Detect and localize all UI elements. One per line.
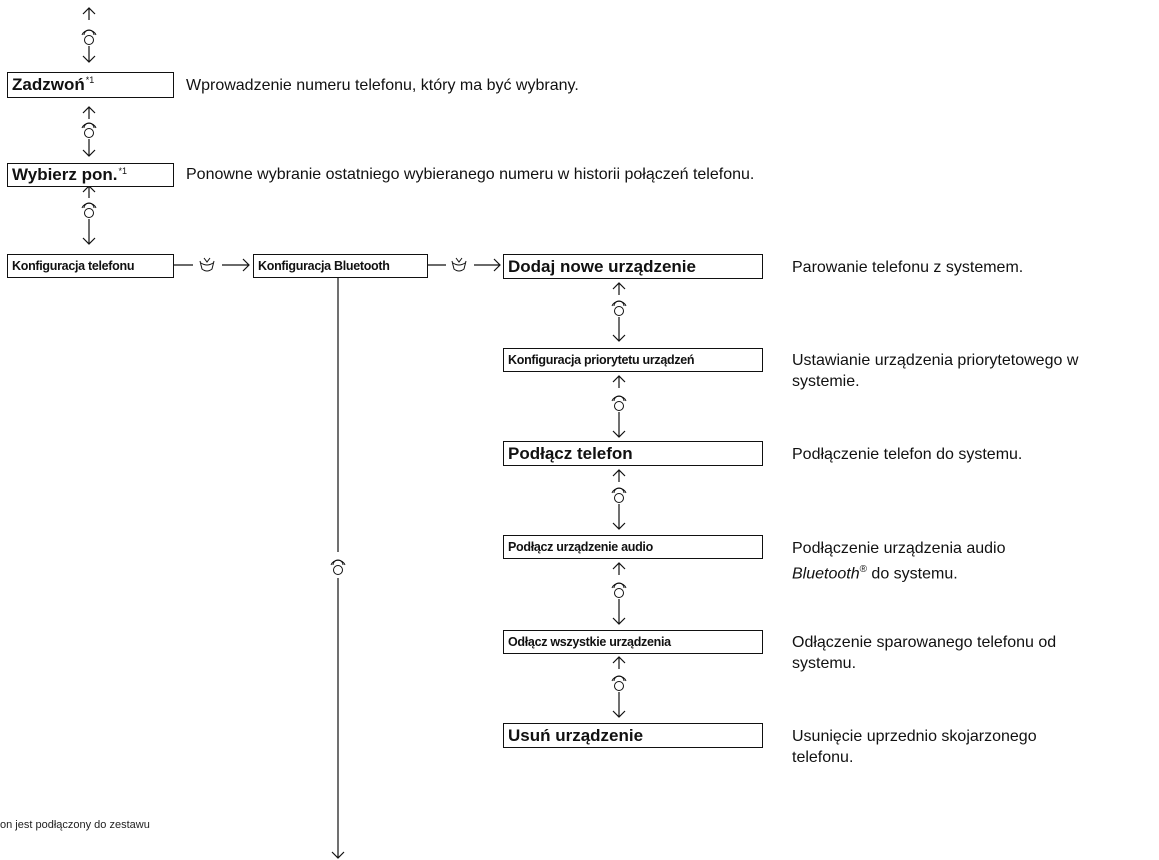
submenu-item-label: Dodaj nowe urządzenie [508,256,696,276]
scroll-knob-icon [611,656,627,718]
menu-item-wybierz-pon[interactable]: Wybierz pon.*1 [7,163,174,187]
submenu-item-label: Podłącz telefon [508,443,633,463]
scroll-knob-icon [611,469,627,530]
submenu-item-description: Podłączenie telefon do systemu. [792,446,1023,463]
submenu-item-label: Usuń urządzenie [508,725,644,745]
scroll-knob-icon [81,7,97,63]
footnote-marker: *1 [85,75,95,85]
menu-item-description: Wprowadzenie numeru telefonu, który ma b… [186,77,579,94]
scroll-knob-icon [81,185,97,245]
submenu-item-label: Podłącz urządzenie audio [508,540,653,554]
menu-item-zadzwon[interactable]: Zadzwoń*1 [7,72,174,98]
submenu-item-description: Parowanie telefonu z systemem. [792,259,1024,276]
footnote: on jest podłączony do zestawu [0,819,150,831]
scroll-knob-icon [81,106,97,157]
menu-item-konfiguracja-telefonu[interactable]: Konfiguracja telefonu [7,254,174,278]
submenu-item-odlacz-wszystkie[interactable]: Odłącz wszystkie urządzenia [503,630,763,654]
menu-item-label: Wybierz pon. [12,165,118,184]
menu-item-label: Konfiguracja telefonu [12,259,135,273]
submenu-item-dodaj-nowe-urzadzenie[interactable]: Dodaj nowe urządzenie [503,254,763,279]
menu-item-description: Ponowne wybranie ostatniego wybieranego … [186,166,755,183]
menu-item-konfiguracja-bluetooth[interactable]: Konfiguracja Bluetooth [253,254,428,278]
submenu-item-konfiguracja-priorytetu[interactable]: Konfiguracja priorytetu urządzeń [503,348,763,372]
menu-item-label: Konfiguracja Bluetooth [258,259,390,273]
scroll-knob-icon [611,375,627,438]
submenu-item-podlacz-urzadzenie-audio[interactable]: Podłącz urządzenie audio [503,535,763,559]
submenu-item-label: Konfiguracja priorytetu urządzeń [508,353,695,367]
scroll-knob-icon [611,282,627,342]
footnote-marker: *1 [118,166,127,176]
submenu-item-usun-urzadzenie[interactable]: Usuń urządzenie [503,723,763,748]
press-arrow-icon [172,257,250,272]
menu-item-label: Zadzwoń [12,75,85,94]
scroll-knob-icon [330,278,346,859]
scroll-knob-icon [611,562,627,625]
submenu-item-podlacz-telefon[interactable]: Podłącz telefon [503,441,763,466]
press-arrow-icon [426,257,501,272]
submenu-item-label: Odłącz wszystkie urządzenia [508,635,671,649]
